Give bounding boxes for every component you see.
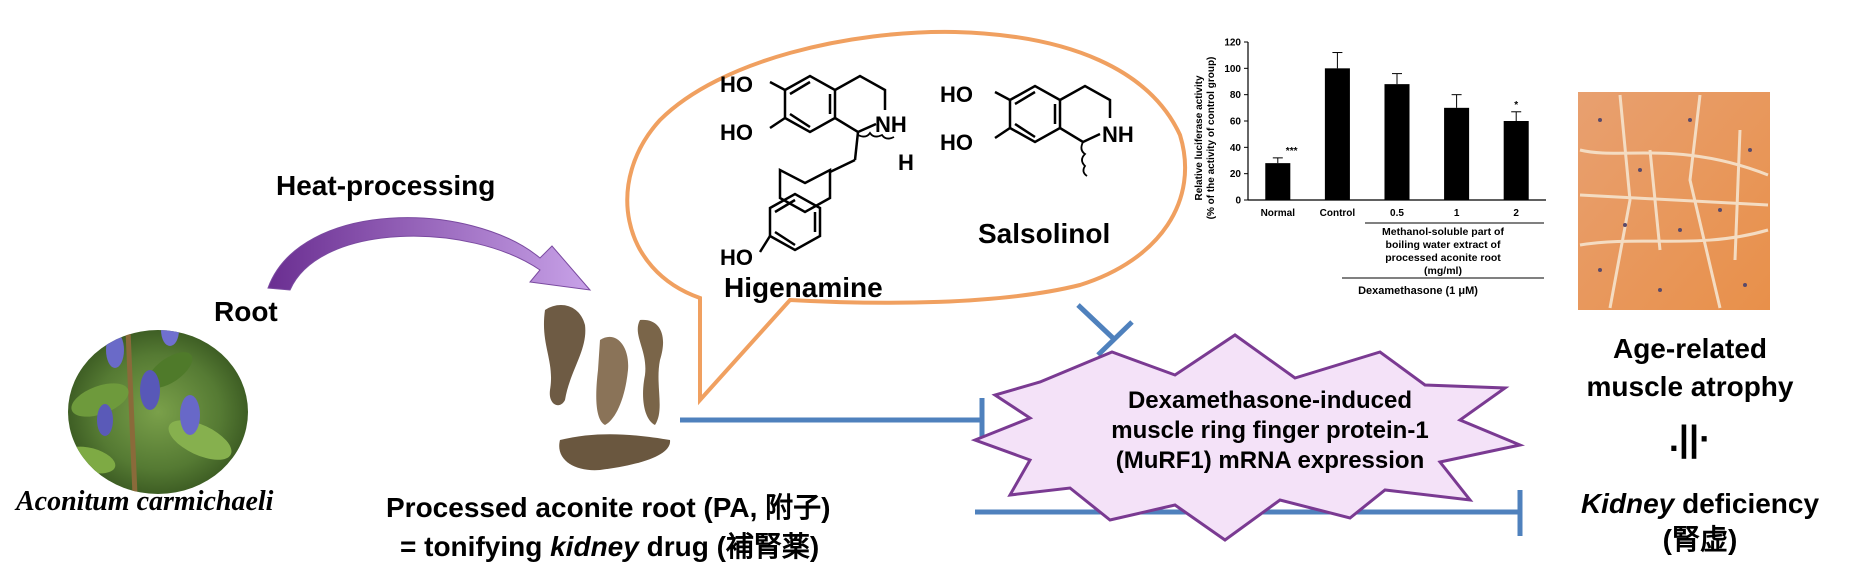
chart-xlabels: Normal Control 0.5 1 2 (1261, 208, 1520, 219)
salsolinol-ho-bottom: HO (940, 130, 973, 155)
heat-processing-arrow (267, 217, 592, 291)
aconite-plant-photo (68, 330, 248, 494)
chart-bottom-label: Dexamethasone (1 μM) (1358, 285, 1478, 297)
outcome-kidney-rest: deficiency (1674, 488, 1820, 519)
drug-line1-kanji: 附子 (765, 492, 822, 523)
chart-category-label: Control (1320, 208, 1356, 219)
chart-bar (1444, 107, 1470, 200)
outcome-text: Age-related muscle atrophy (1540, 330, 1840, 406)
species-name: Aconitum carmichaeli (16, 486, 274, 517)
higenamine-ho-bottom: HO (720, 245, 753, 270)
drug-line2-suffix: drug ( (638, 531, 726, 562)
drug-line2-prefix: = tonifying (400, 531, 551, 562)
chart-group-label-line: (mg/ml) (1424, 265, 1462, 277)
outcome-line1: Age-related (1612, 333, 1768, 364)
outcome-symbol: .||· (1668, 418, 1712, 459)
chart-ytick-label: 20 (1230, 169, 1242, 180)
drug-line1-prefix: Processed aconite root (PA, (386, 492, 766, 523)
chart-ytick-label: 40 (1230, 143, 1242, 154)
chart-category-label: 0.5 (1390, 208, 1404, 219)
chart-bar (1324, 68, 1350, 200)
salsolinol-name: Salsolinol (978, 218, 1111, 249)
chart-ylabel-line1: Relative luciferase activity (1194, 75, 1205, 201)
salsolinol-ho-top: HO (940, 82, 973, 107)
drug-label-line2: = tonifying kidney drug (補腎薬) (400, 525, 819, 565)
compound-speech-bubble (625, 29, 1187, 406)
chart-group-label-line: boiling water extract of (1386, 239, 1501, 251)
higenamine-structure (758, 74, 895, 253)
chart-ytick-label: 60 (1230, 117, 1242, 128)
outcome-kidney-italic: Kidney (1580, 488, 1675, 519)
chart-significance: *** (1286, 146, 1298, 157)
outcome-kidney: Kidney deficiency (腎虚) (1540, 486, 1860, 558)
murf1-starburst (970, 333, 1526, 542)
higenamine-h: H (898, 150, 914, 175)
salsolinol-structure (994, 84, 1112, 177)
chart-group-label-line: Methanol-soluble part of (1382, 226, 1504, 238)
chart-bar (1503, 121, 1529, 200)
drug-line2-kanji: 補腎薬 (725, 531, 810, 562)
processed-root-photo (543, 305, 671, 471)
chart-ytick-label: 120 (1224, 38, 1241, 49)
target-line1: Dexamethasone-induced (1127, 387, 1413, 414)
salsolinol-nh: NH (1102, 122, 1134, 147)
chart-group-label-line: processed aconite root (1385, 252, 1501, 264)
drug-line2-close: ) (809, 531, 820, 562)
chart-ytick-label: 100 (1224, 64, 1241, 75)
root-label: Root (214, 296, 278, 327)
chart-bars: **** (1265, 52, 1529, 200)
outcome-kanji: (腎虚) (1662, 524, 1738, 555)
target-line2: muscle ring finger protein-1 (1111, 417, 1429, 444)
muscle-tissue-photo (1578, 92, 1770, 310)
outcome-line2: muscle atrophy (1586, 371, 1794, 402)
chart-yticks: 0 20 40 60 80 100 120 (1224, 38, 1248, 207)
heat-processing-label: Heat-processing (276, 170, 496, 201)
chart-category-label: 1 (1454, 208, 1460, 219)
chart-ytick-label: 0 (1235, 196, 1241, 207)
higenamine-nh: NH (875, 112, 907, 137)
drug-label-line1: Processed aconite root (PA, 附子) (386, 486, 830, 526)
chart-significance: * (1514, 100, 1518, 111)
chart-bar (1384, 84, 1410, 200)
drug-line2-italic: kidney (550, 531, 639, 562)
chart-ytick-label: 80 (1230, 90, 1242, 101)
chart-bar (1265, 163, 1291, 200)
chart-category-label: 2 (1513, 208, 1519, 219)
higenamine-name: Higenamine (724, 272, 883, 303)
chart-ylabel-line2: (% of the activity of control group) (1206, 57, 1217, 220)
higenamine-ho-mid: HO (720, 120, 753, 145)
higenamine-ho-top: HO (720, 72, 753, 97)
chart-category-label: Normal (1261, 208, 1296, 219)
target-text: Dexamethasone-induced muscle ring finger… (1040, 386, 1500, 476)
drug-line1-suffix: ) (821, 492, 831, 523)
target-line3: (MuRF1) mRNA expression (1115, 447, 1425, 474)
